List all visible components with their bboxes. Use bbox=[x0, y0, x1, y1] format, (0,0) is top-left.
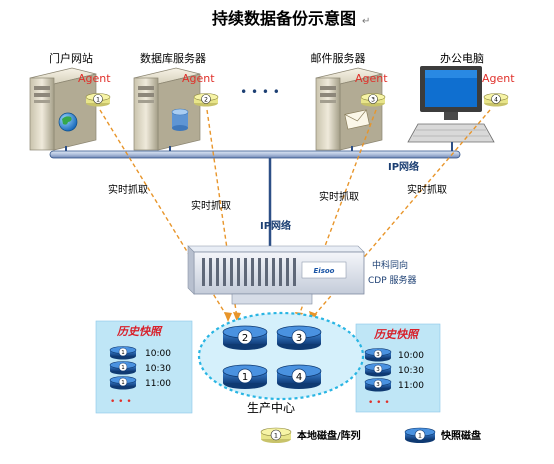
history-right-time-1: 10:00 bbox=[398, 351, 424, 361]
envelope-icon bbox=[344, 109, 370, 130]
svg-text:3: 3 bbox=[376, 367, 380, 373]
center-disk-4: 4 bbox=[276, 364, 322, 389]
agent-disk-3: 3 bbox=[360, 93, 386, 107]
snapshot-disk-left-1: 1 bbox=[109, 346, 137, 360]
svg-text:1: 1 bbox=[121, 380, 125, 386]
history-right-time-2: 10:30 bbox=[398, 366, 424, 376]
snapshot-disk-right-1: 3 bbox=[364, 348, 392, 362]
history-left-time-1: 10:00 bbox=[145, 349, 171, 359]
svg-text:1: 1 bbox=[418, 432, 422, 440]
server-label-line1: 中科同向 bbox=[372, 259, 408, 271]
host-label-portal: 门户网站 bbox=[49, 51, 93, 65]
svg-text:4: 4 bbox=[296, 372, 302, 383]
host-label-mail: 邮件服务器 bbox=[311, 52, 366, 65]
title-mark: ↵ bbox=[362, 16, 370, 27]
host-label-office-pc: 办公电脑 bbox=[440, 52, 484, 65]
host-label-database: 数据库服务器 bbox=[140, 51, 206, 65]
svg-text:3: 3 bbox=[296, 333, 302, 344]
svg-text:1: 1 bbox=[274, 432, 278, 440]
agent-label-3: Agent bbox=[355, 72, 388, 85]
history-right-more: • • • bbox=[368, 398, 390, 408]
legend-snapshot-disk-label: 快照磁盘 bbox=[440, 429, 481, 442]
capture-label-4: 实时抓取 bbox=[407, 183, 447, 196]
capture-label-2: 实时抓取 bbox=[191, 199, 231, 212]
center-disk-3: 3 bbox=[276, 325, 322, 350]
svg-text:3: 3 bbox=[371, 97, 375, 104]
agent-disk-4: 4 bbox=[483, 93, 509, 107]
svg-text:2: 2 bbox=[204, 97, 208, 104]
legend-local-disk-label: 本地磁盘/阵列 bbox=[297, 429, 361, 442]
snapshot-disk-right-2: 3 bbox=[364, 363, 392, 377]
svg-text:1: 1 bbox=[121, 350, 125, 356]
snapshot-disk-right-3: 3 bbox=[364, 378, 392, 392]
history-right-time-3: 11:00 bbox=[398, 381, 424, 391]
capture-label-1: 实时抓取 bbox=[108, 183, 148, 196]
center-disk-1: 1 bbox=[222, 364, 268, 389]
agent-disk-1: 1 bbox=[85, 93, 111, 107]
production-center-label: 生产中心 bbox=[247, 400, 295, 415]
svg-text:3: 3 bbox=[376, 352, 380, 358]
agent-label-1: Agent bbox=[78, 72, 111, 85]
ip-network-top-label: IP网络 bbox=[388, 160, 419, 173]
legend-snapshot-disk-icon: 1 bbox=[404, 427, 436, 443]
office-pc-icon bbox=[407, 66, 495, 143]
svg-text:4: 4 bbox=[494, 97, 498, 104]
server-label-line2: CDP 服务器 bbox=[368, 274, 417, 286]
agent-label-2: Agent bbox=[182, 72, 215, 85]
database-cylinder-icon bbox=[171, 108, 189, 131]
capture-label-3: 实时抓取 bbox=[319, 190, 359, 203]
svg-text:1: 1 bbox=[242, 372, 248, 383]
portal-server-icon bbox=[29, 67, 97, 151]
svg-text:3: 3 bbox=[376, 382, 380, 388]
history-left-time-2: 10:30 bbox=[145, 364, 171, 374]
legend-local-disk-icon: 1 bbox=[260, 427, 292, 443]
center-disk-2: 2 bbox=[222, 325, 268, 350]
mail-server-icon bbox=[315, 67, 383, 151]
svg-text:1: 1 bbox=[96, 97, 100, 104]
svg-text:2: 2 bbox=[242, 333, 248, 344]
database-server-icon bbox=[133, 67, 201, 151]
diagram-title: 持续数据备份示意图 bbox=[212, 9, 356, 28]
svg-text:1: 1 bbox=[121, 365, 125, 371]
ip-network-mid-label: IP网络 bbox=[260, 219, 291, 232]
more-hosts-dots: • • • • bbox=[240, 85, 280, 99]
ip-network-bus bbox=[49, 150, 461, 159]
server-brand: Eisoo bbox=[314, 267, 335, 275]
cdp-server-icon bbox=[187, 245, 365, 305]
snapshot-disk-left-3: 1 bbox=[109, 376, 137, 390]
snapshot-disk-left-2: 1 bbox=[109, 361, 137, 375]
history-left-more: • • • bbox=[110, 397, 132, 407]
history-title-left: 历史快照 bbox=[116, 325, 163, 338]
agent-disk-2: 2 bbox=[193, 93, 219, 107]
history-title-right: 历史快照 bbox=[373, 328, 420, 341]
history-left-time-3: 11:00 bbox=[145, 379, 171, 389]
agent-label-4: Agent bbox=[482, 72, 515, 85]
